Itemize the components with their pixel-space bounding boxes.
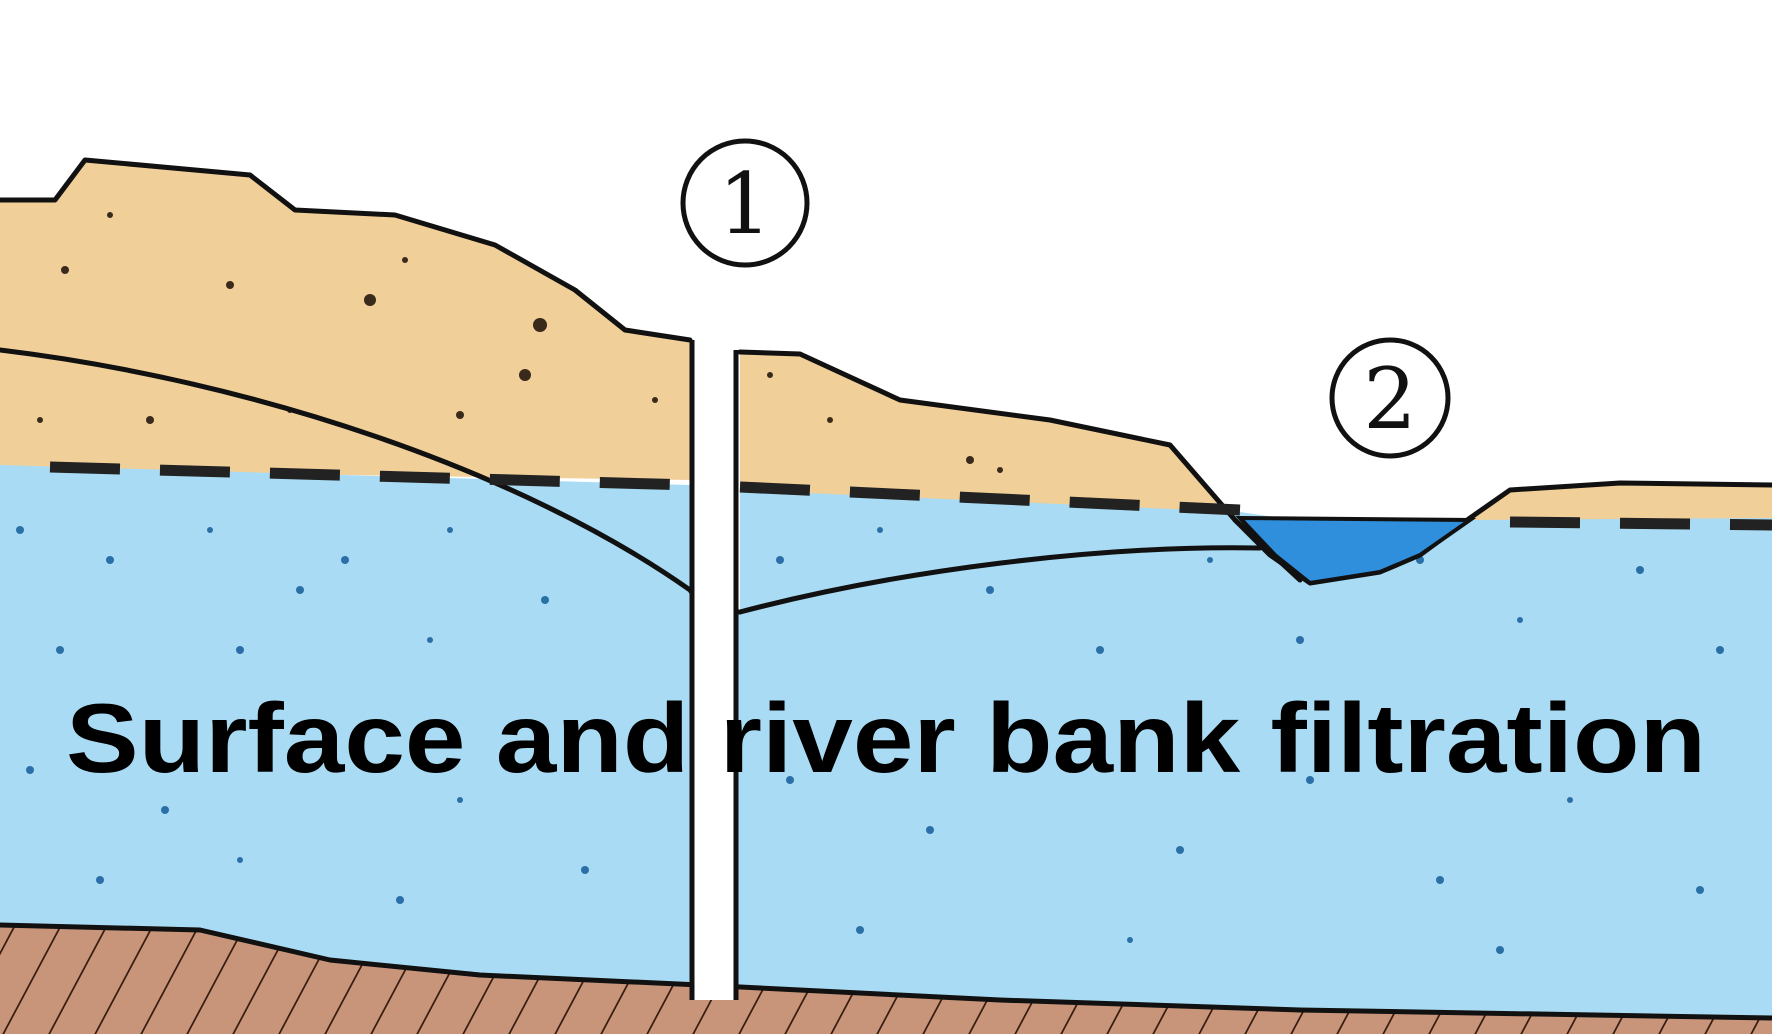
- soil-boundary-left: [0, 347, 743, 615]
- bedrock-surface: [0, 922, 1772, 1021]
- sand-layer-middle: [740, 352, 1235, 520]
- bedrock-layer: [0, 925, 1772, 1034]
- aquifer-speckles: [16, 526, 1724, 954]
- aquifer-layer: [0, 465, 1772, 1034]
- layer-outlines: [0, 157, 1772, 1021]
- well-casing: [689, 340, 739, 1000]
- ground-surface-left: [0, 157, 693, 343]
- well-marker-label: 1: [718, 155, 771, 253]
- well-marker: 1: [680, 138, 810, 268]
- diagram-caption: Surface and river bank filtration: [66, 683, 1706, 793]
- river-marker: 2: [1329, 337, 1451, 459]
- river-water: [1235, 515, 1477, 586]
- ground-surface-right: [1467, 480, 1772, 521]
- water-table-line: [49, 461, 1772, 531]
- drawdown-curve-right: [737, 545, 1263, 615]
- river-marker-label: 2: [1363, 350, 1416, 448]
- sand-speckles: [37, 212, 1003, 473]
- sand-layer-left: [0, 160, 690, 480]
